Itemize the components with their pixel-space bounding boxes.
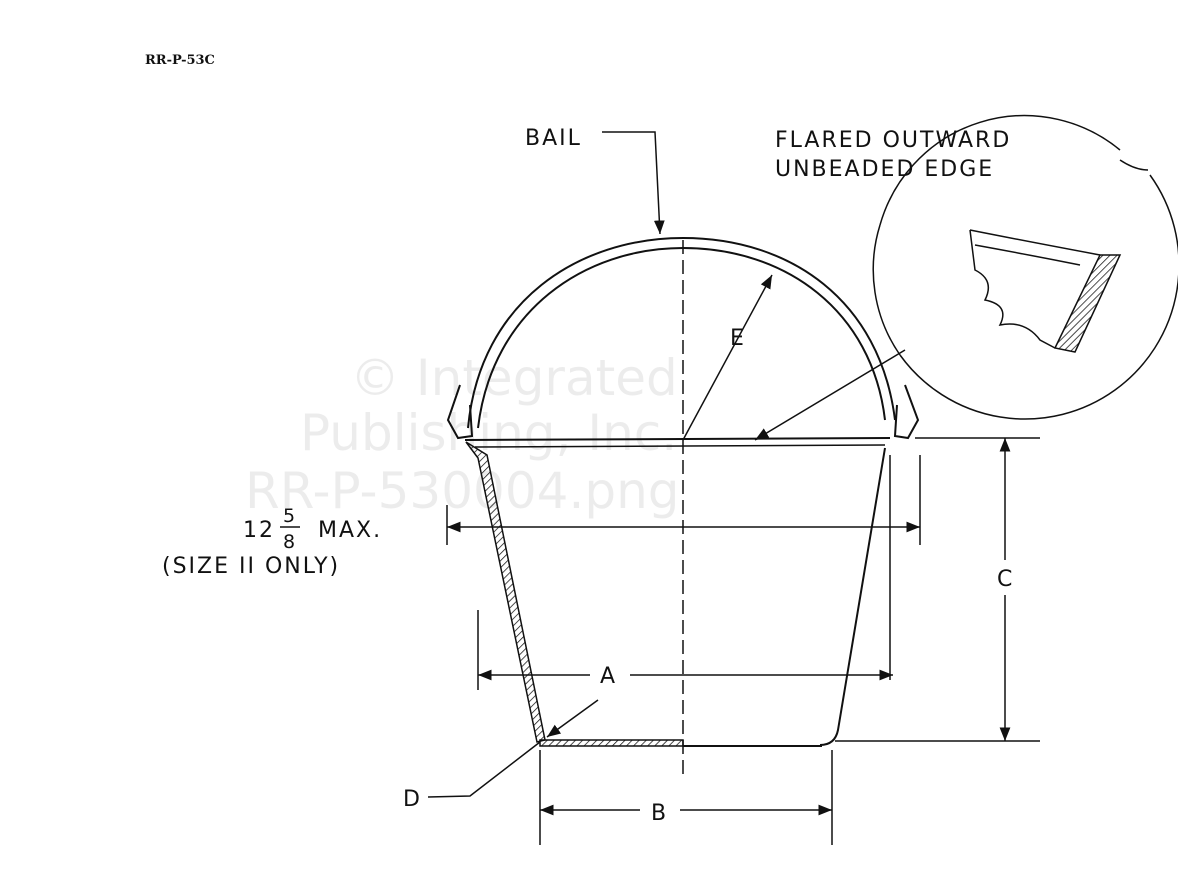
dim-a-label: A <box>600 664 617 689</box>
dim-d-label: D <box>403 787 422 812</box>
dimension-b: B <box>539 750 833 845</box>
detail-label-line-2: UNBEADED EDGE <box>775 157 994 182</box>
detail-label-line-1: FLARED OUTWARD <box>775 128 1011 153</box>
dimension-d: D <box>403 699 599 812</box>
max-denominator: 8 <box>283 531 297 553</box>
max-numerator: 5 <box>283 505 297 527</box>
dim-e-label: E <box>730 326 746 351</box>
dimension-e: E <box>682 274 773 441</box>
watermark-line-3: RR-P-530004.png <box>245 462 680 520</box>
bail-callout: BAIL <box>525 126 665 235</box>
bucket-body <box>464 240 891 775</box>
dimension-c: C <box>835 437 1040 742</box>
watermark-line-2: Publishing, Inc. <box>300 404 677 462</box>
max-suffix: MAX. <box>318 518 382 543</box>
bail-label: BAIL <box>525 126 582 151</box>
dim-c-label: C <box>997 567 1014 592</box>
detail-view: FLARED OUTWARD UNBEADED EDGE <box>754 114 1178 441</box>
dim-b-label: B <box>651 801 668 826</box>
document-id: RR-P-53C <box>145 53 215 68</box>
dimension-max-width: 12 5 8 MAX. (SIZE II ONLY) <box>162 455 921 579</box>
max-whole: 12 <box>243 518 275 543</box>
watermark: © Integrated Publishing, Inc. RR-P-53000… <box>245 349 680 520</box>
size-note: (SIZE II ONLY) <box>162 554 340 579</box>
watermark-line-1: © Integrated <box>350 349 678 407</box>
dimension-a: A <box>477 455 893 690</box>
